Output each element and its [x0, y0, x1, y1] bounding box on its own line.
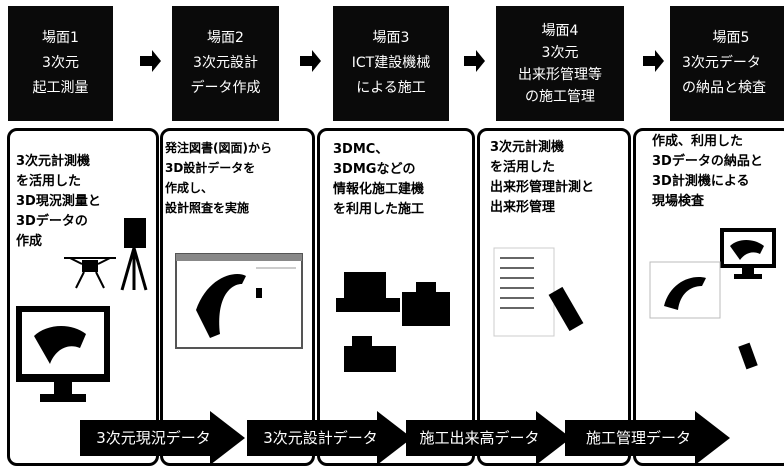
scene-4-line-2: 3次元 [541, 44, 579, 61]
scene-5-header: 場面5 3次元データ の納品と検査 [670, 6, 784, 121]
description-line: 3D現況測量と [16, 194, 101, 209]
description-line: 作成、利用した [652, 134, 744, 149]
construction-machine-icon [336, 272, 450, 372]
scene-3-line-3: による施工 [356, 80, 426, 96]
description-line: 3次元計測機 [16, 154, 91, 169]
flow-arrow-shape [247, 411, 412, 465]
scene-arrow-1 [140, 50, 161, 72]
flow-arrow-3-label: 施工出来高データ [419, 429, 540, 447]
description-line: 作成 [16, 234, 43, 249]
description-line: 3D設計データを [165, 161, 256, 175]
cad-screen-icon [175, 253, 303, 349]
panel-scene-1 [7, 128, 159, 466]
scene-4-header: 場面4 3次元 出来形管理等 の施工管理 [496, 6, 624, 121]
survey-sheet-icon [493, 247, 584, 337]
scene-5-line-3: の納品と検査 [682, 80, 766, 96]
description-line: 情報化施工建機 [333, 182, 425, 197]
scene-3-line-2: ICT建設機械 [351, 55, 431, 71]
description-line: 3DMC、 [333, 142, 389, 157]
description-line: 3次元計測機 [490, 140, 565, 155]
laser-scanner-icon [120, 218, 148, 291]
device-icon [738, 342, 758, 370]
description-line: を活用した [16, 174, 82, 189]
scene-arrow-2 [300, 50, 321, 72]
description-scene-1: 3次元計測機 を活用した 3D現況測量と 3Dデータの 作成 [16, 152, 101, 252]
scene-4-line-4: の施工管理 [525, 88, 595, 105]
scene-4-line-3: 出来形管理等 [518, 66, 602, 83]
description-line: 3D計測機による [652, 174, 750, 189]
description-scene-5: 作成、利用した 3Dデータの納品と 3D計測機による 現場検査 [652, 132, 763, 212]
description-scene-2: 発注図書(図面)から 3D設計データを 作成し、 設計照査を実施 [165, 138, 272, 218]
scene-2-line-2: 3次元設計 [193, 55, 258, 71]
flow-arrow-1-label: 3次元現況データ [96, 429, 211, 447]
description-line: を利用した施工 [333, 202, 425, 217]
flow-arrow-1: 3次元現況データ [80, 411, 245, 465]
scene-5-label: 場面5 [712, 30, 750, 46]
scene-1-line-2: 3次元 [42, 55, 79, 71]
scene-3-label: 場面3 [372, 30, 410, 46]
flow-arrow-shape [565, 411, 730, 465]
scene-1-header: 場面1 3次元 起工測量 [8, 6, 113, 121]
scene-2-line-3: データ作成 [190, 80, 261, 96]
scene-arrow-3 [464, 50, 485, 72]
scene-4-label: 場面4 [541, 22, 579, 39]
description-line: 現場検査 [652, 194, 705, 209]
scene-arrow-4 [643, 50, 664, 72]
scene-1-label: 場面1 [42, 30, 79, 46]
drone-icon [64, 257, 116, 289]
flow-arrow-4-label: 施工管理データ [585, 429, 691, 447]
description-line: 作成し、 [165, 181, 214, 195]
monitor-icon [720, 228, 776, 279]
description-line: を活用した [490, 160, 556, 175]
description-line: 出来形管理計測と [490, 180, 595, 195]
flow-arrow-4: 施工管理データ [565, 411, 730, 465]
scene-5-line-2: 3次元データ [682, 55, 761, 71]
drawing-sheet-icon [649, 261, 721, 319]
scene-2-header: 場面2 3次元設計 データ作成 [172, 6, 279, 121]
flow-arrow-2-label: 3次元設計データ [263, 429, 378, 447]
description-line: 設計照査を実施 [165, 201, 250, 215]
flow-arrow-shape [80, 411, 245, 465]
flow-arrow-2: 3次元設計データ [247, 411, 412, 465]
description-line: 3Dデータの納品と [652, 154, 763, 169]
scene-1-line-3: 起工測量 [32, 80, 89, 96]
scene-3-header: 場面3 ICT建設機械 による施工 [333, 6, 449, 121]
description-scene-3: 3DMC、 3DMGなどの 情報化施工建機 を利用した施工 [333, 140, 424, 220]
description-line: 3DMGなどの [333, 162, 416, 177]
description-scene-4: 3次元計測機 を活用した 出来形管理計測と 出来形管理 [490, 138, 594, 218]
description-line: 3Dデータの [16, 214, 88, 229]
flow-arrow-3: 施工出来高データ [406, 411, 571, 465]
description-line: 発注図書(図面)から [165, 141, 272, 155]
scene-2-label: 場面2 [207, 30, 244, 46]
description-line: 出来形管理 [490, 200, 556, 215]
monitor-icon [16, 306, 110, 402]
flow-arrow-shape [406, 411, 571, 465]
